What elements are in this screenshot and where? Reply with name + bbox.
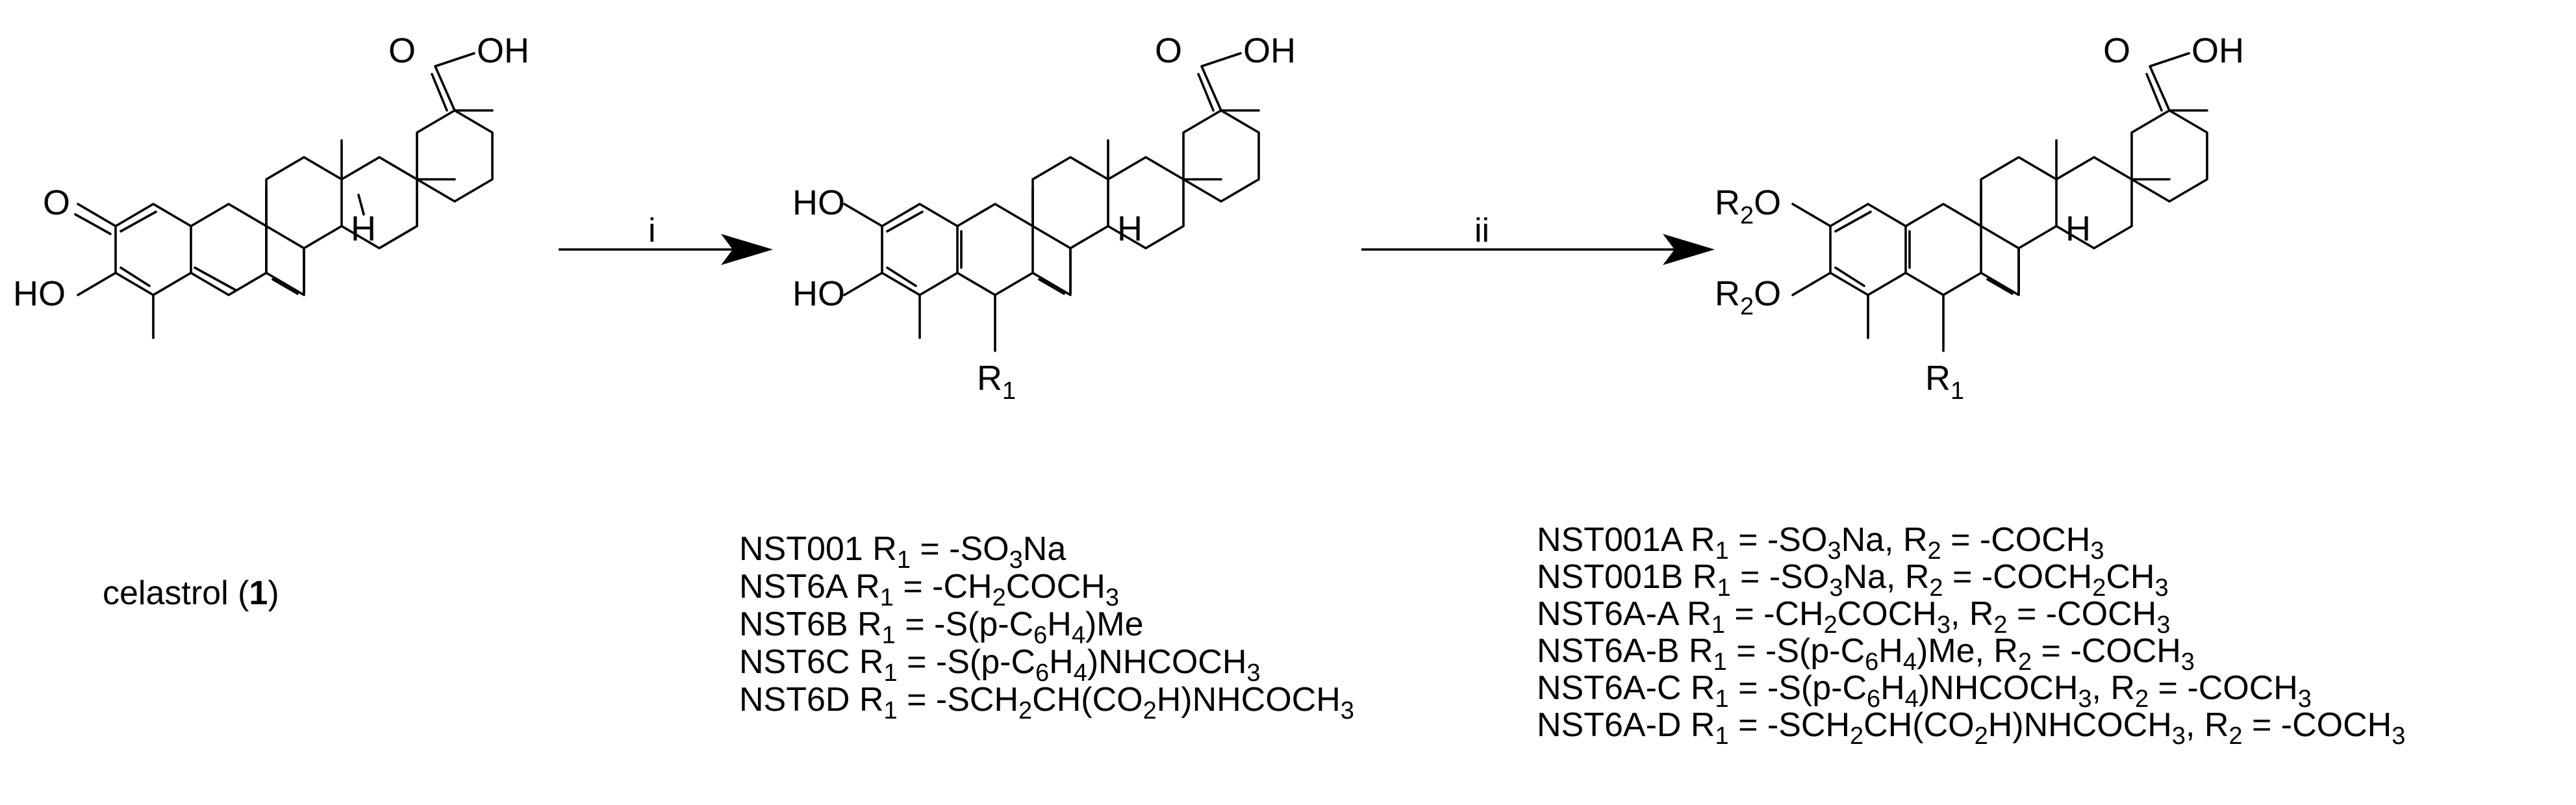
series-1-row: NST6A R1 = -CH2COCH3 xyxy=(739,568,1119,611)
series-1-row: NST6D R1 = -SCH2CH(CO2H)NHCOCH3 xyxy=(739,681,1354,724)
r1-label-3: R1 xyxy=(1925,359,1964,405)
series-2-row: NST001B R1 = -SO3Na, R2 = -COCH2CH3 xyxy=(1537,558,2169,602)
series-1-row: NST001 R1 = -SO3Na xyxy=(739,530,1066,574)
step-label-i: i xyxy=(648,212,656,249)
structure-celastrol: O OH O HO H xyxy=(13,31,529,339)
series-2-row: NST6A-A R1 = -CH2COCH3, R2 = -COCH3 xyxy=(1537,595,2170,639)
phenol-ho-2a: HO xyxy=(792,183,845,222)
phenol-ho-1: HO xyxy=(13,274,66,313)
atom-labels-series-1: O OH HO HO H R1 xyxy=(792,31,1296,405)
r2o-label-3a: R2O xyxy=(1715,183,1781,229)
bonds-series-2 xyxy=(1791,52,2208,352)
structure-series-1: O OH HO HO H R1 xyxy=(792,31,1296,405)
r2o-label-3b: R2O xyxy=(1715,274,1781,320)
substituent-list-series-2: NST001A R1 = -SO3Na, R2 = -COCH3NST001B … xyxy=(1537,521,2405,750)
reaction-arrow-ii: ii xyxy=(1361,212,1715,265)
series-2-row: NST6A-D R1 = -SCH2CH(CO2H)NHCOCH3, R2 = … xyxy=(1537,706,2405,750)
acid-oh-2: OH xyxy=(1243,31,1296,70)
carbonyl-o-3: O xyxy=(2103,31,2130,70)
carbonyl-o-1: O xyxy=(388,31,416,70)
acid-oh-3: OH xyxy=(2191,31,2244,70)
structure-series-2: O OH R2O R2O H R1 xyxy=(1715,31,2244,405)
r1-label-2: R1 xyxy=(977,359,1016,405)
compound-caption: celastrol (1) xyxy=(103,574,279,612)
ring-h-1: H xyxy=(351,209,376,248)
series-1-row: NST6C R1 = -S(p-C6H4)NHCOCH3 xyxy=(739,643,1261,687)
bonds-series-1 xyxy=(843,52,1260,352)
series-1-row: NST6B R1 = -S(p-C6H4)Me xyxy=(739,606,1144,649)
atom-labels-series-2: O OH R2O R2O H R1 xyxy=(1715,31,2244,405)
bonds-celastrol xyxy=(74,52,494,339)
phenol-ho-2b: HO xyxy=(792,274,845,313)
atom-labels-celastrol: O OH O HO H xyxy=(13,31,529,313)
ring-h-2: H xyxy=(1117,209,1143,248)
series-2-row: NST6A-B R1 = -S(p-C6H4)Me, R2 = -COCH3 xyxy=(1537,632,2195,676)
acid-oh-1: OH xyxy=(477,31,529,70)
ring-h-3: H xyxy=(2065,209,2091,248)
ketone-o-1: O xyxy=(43,183,70,222)
reaction-arrow-i: i xyxy=(559,212,773,265)
series-2-row: NST6A-C R1 = -S(p-C6H4)NHCOCH3, R2 = -CO… xyxy=(1537,669,2312,713)
series-2-row: NST001A R1 = -SO3Na, R2 = -COCH3 xyxy=(1537,521,2104,565)
carbonyl-o-2: O xyxy=(1155,31,1182,70)
step-label-ii: ii xyxy=(1474,212,1489,249)
